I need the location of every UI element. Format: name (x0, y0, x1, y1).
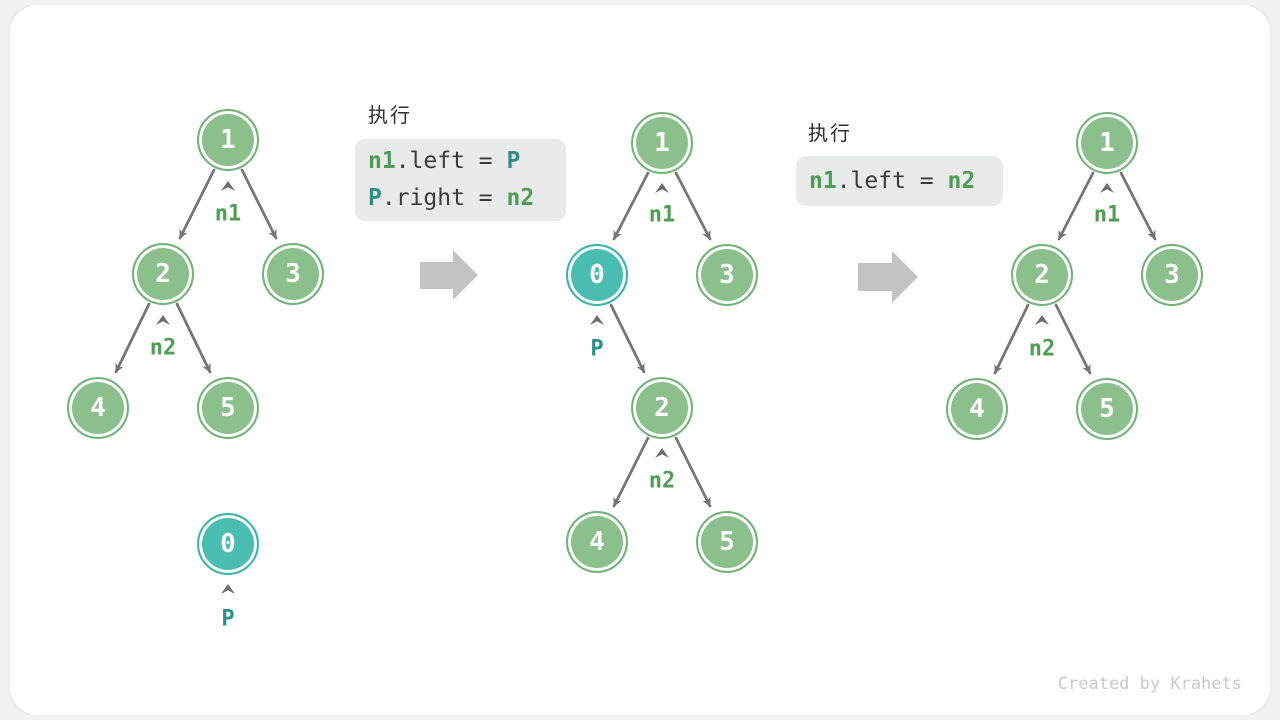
code-line: n1.left = P (368, 143, 566, 180)
tree-node: 1 (1076, 112, 1138, 174)
tree-node: 4 (566, 511, 628, 573)
pointer-caret-icon (1100, 183, 1114, 193)
node-value: 2 (155, 259, 171, 289)
pointer-label-n1: n1 (214, 201, 242, 227)
node-value: 1 (654, 128, 670, 158)
node-value: 5 (1099, 394, 1115, 424)
code-token: n2 (947, 167, 976, 194)
tree-node: 1 (631, 112, 693, 174)
node-value: 0 (220, 529, 236, 559)
tree-node: 4 (67, 377, 129, 439)
node-value: 2 (654, 393, 670, 423)
code-token: .right = (381, 185, 507, 211)
step1-title: 执行 (368, 105, 412, 127)
tree-node: 1 (197, 109, 259, 171)
pointer-label-p: P (590, 336, 604, 362)
node-value: 3 (285, 259, 301, 289)
code-token: P (506, 148, 521, 174)
node-value: 3 (1164, 260, 1180, 290)
node-value: 5 (220, 393, 236, 423)
step2-code-block: n1.left = n2 (796, 156, 1003, 206)
node-value: 5 (719, 527, 735, 557)
tree-node: 3 (1141, 244, 1203, 306)
pointer-label-p: P (221, 606, 235, 632)
pointer-caret-icon (156, 315, 170, 325)
node-value: 2 (1034, 260, 1050, 290)
code-line: P.right = n2 (368, 180, 566, 217)
code-token: P (368, 185, 382, 211)
node-value: 1 (1099, 128, 1115, 158)
tree-node: 4 (946, 378, 1008, 440)
tree-node: 3 (696, 244, 758, 306)
pointer-caret-icon (655, 448, 669, 458)
floating-node-p: 0 (197, 513, 259, 575)
step1-code-block: n1.left = P P.right = n2 (355, 139, 566, 221)
tree-node: 5 (1076, 378, 1138, 440)
node-value: 4 (90, 393, 106, 423)
code-token: n2 (506, 185, 535, 211)
pointer-label-n2: n2 (1028, 336, 1056, 362)
watermark: Created by Krahets (1057, 674, 1242, 694)
pointer-label-n2: n2 (648, 468, 676, 494)
figure-card (10, 5, 1270, 715)
node-value: 0 (589, 260, 605, 290)
tree-node: 5 (197, 377, 259, 439)
pointer-caret-icon (221, 181, 235, 191)
tree-node: 2 (631, 377, 693, 439)
node-value: 3 (719, 260, 735, 290)
tree-node: 2 (132, 243, 194, 305)
code-token: .left = (395, 148, 507, 174)
node-value: 4 (969, 394, 985, 424)
node-value: 4 (589, 527, 605, 557)
pointer-caret-icon (1035, 315, 1049, 325)
tree-node-p: 0 (566, 244, 628, 306)
pointer-caret-icon (590, 315, 604, 325)
tree-node: 5 (696, 511, 758, 573)
pointer-label-n1: n1 (648, 202, 676, 228)
pointer-caret-icon (655, 183, 669, 193)
node-value: 1 (220, 125, 236, 155)
pointer-caret-icon (221, 584, 235, 594)
code-token: .left = (836, 167, 948, 194)
tree-node: 2 (1011, 244, 1073, 306)
code-token: n1 (809, 167, 837, 194)
code-token: n1 (368, 148, 396, 174)
code-line: n1.left = n2 (809, 163, 1003, 200)
tree-node: 3 (262, 243, 324, 305)
pointer-label-n2: n2 (149, 335, 177, 361)
step2-title: 执行 (808, 123, 852, 145)
pointer-label-n1: n1 (1093, 202, 1121, 228)
